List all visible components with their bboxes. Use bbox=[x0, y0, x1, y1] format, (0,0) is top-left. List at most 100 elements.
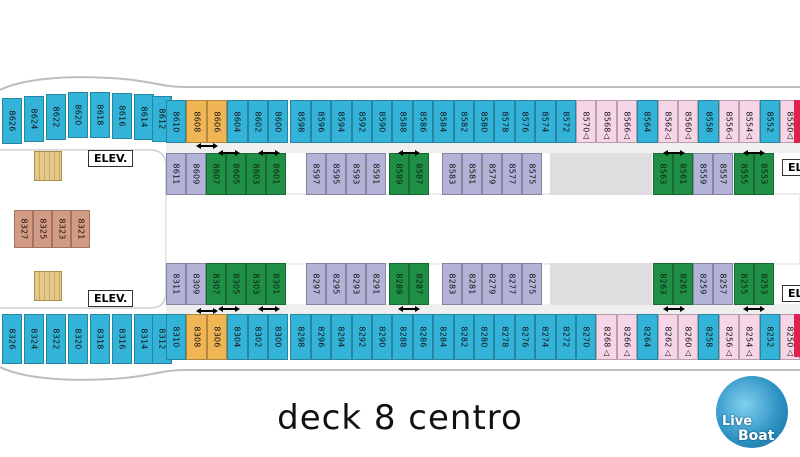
cabin-8324[interactable]: 8324 bbox=[24, 314, 44, 364]
cabin-8302[interactable]: 8302 bbox=[247, 314, 268, 360]
cabin-8270[interactable]: 8270 bbox=[576, 314, 597, 360]
cabin-8580[interactable]: 8580 bbox=[474, 100, 495, 143]
cabin-8583[interactable]: 8583 bbox=[442, 153, 462, 195]
cabin-8616[interactable]: 8616 bbox=[112, 93, 132, 139]
cabin-8552[interactable]: 8552 bbox=[759, 100, 780, 143]
cabin-8264[interactable]: 8264 bbox=[637, 314, 658, 360]
cabin-8604[interactable]: 8604 bbox=[227, 100, 248, 143]
cabin-8254[interactable]: 8254△ bbox=[739, 314, 760, 360]
cabin-8276[interactable]: 8276 bbox=[514, 314, 536, 360]
cabin-8268[interactable]: 8268△ bbox=[596, 314, 617, 360]
cabin-8606[interactable]: 8606 bbox=[206, 100, 228, 143]
cabin-8294[interactable]: 8294 bbox=[331, 314, 352, 360]
cabin-8286[interactable]: 8286 bbox=[412, 314, 434, 360]
cabin-8564[interactable]: 8564 bbox=[637, 100, 658, 143]
cabin-8283[interactable]: 8283 bbox=[442, 263, 462, 305]
cabin-8316[interactable]: 8316 bbox=[112, 314, 132, 364]
cabin-8559[interactable]: 8559 bbox=[693, 153, 713, 195]
cabin-8277[interactable]: 8277 bbox=[502, 263, 522, 305]
cabin-8256[interactable]: 8256△ bbox=[718, 314, 740, 360]
cabin-8562[interactable]: 8562△ bbox=[657, 100, 678, 143]
cabin-8304[interactable]: 8304 bbox=[227, 314, 248, 360]
cabin-8601[interactable]: 8601 bbox=[266, 153, 286, 195]
cabin-8255[interactable]: 8255 bbox=[734, 263, 754, 305]
cabin-8327[interactable]: 8327 bbox=[14, 210, 33, 248]
cabin-8591[interactable]: 8591 bbox=[366, 153, 386, 195]
cabin-8570[interactable]: 8570△ bbox=[576, 100, 597, 143]
cabin-8272[interactable]: 8272 bbox=[555, 314, 576, 360]
cabin-8620[interactable]: 8620 bbox=[68, 92, 88, 138]
cabin-8586[interactable]: 8586 bbox=[412, 100, 434, 143]
cabin-8607[interactable]: 8607 bbox=[206, 153, 226, 195]
cabin-8280[interactable]: 8280 bbox=[474, 314, 495, 360]
cabin-8572[interactable]: 8572 bbox=[555, 100, 576, 143]
cabin-8289[interactable]: 8289 bbox=[389, 263, 409, 305]
cabin-8582[interactable]: 8582 bbox=[453, 100, 474, 143]
cabin-8298[interactable]: 8298 bbox=[290, 314, 311, 360]
cabin-8274[interactable]: 8274 bbox=[535, 314, 556, 360]
cabin-8326[interactable]: 8326 bbox=[2, 314, 22, 364]
cabin-8275[interactable]: 8275 bbox=[522, 263, 542, 305]
cabin-8589[interactable]: 8589 bbox=[389, 153, 409, 195]
cabin-8608[interactable]: 8608 bbox=[186, 100, 207, 143]
cabin-8261[interactable]: 8261 bbox=[673, 263, 693, 305]
cabin-8252[interactable]: 8252 bbox=[759, 314, 780, 360]
cabin-8278[interactable]: 8278 bbox=[494, 314, 515, 360]
cabin-8568[interactable]: 8568△ bbox=[596, 100, 617, 143]
cabin-8300[interactable]: 8300 bbox=[268, 314, 289, 360]
cabin-8592[interactable]: 8592 bbox=[351, 100, 372, 143]
cabin-8581[interactable]: 8581 bbox=[462, 153, 482, 195]
cabin-8555[interactable]: 8555 bbox=[734, 153, 754, 195]
cabin-8590[interactable]: 8590 bbox=[372, 100, 393, 143]
cabin-8266[interactable]: 8266△ bbox=[616, 314, 638, 360]
cabin-8260[interactable]: 8260△ bbox=[678, 314, 699, 360]
cabin-8593[interactable]: 8593 bbox=[346, 153, 366, 195]
cabin-8614[interactable]: 8614 bbox=[134, 94, 154, 140]
cabin-8305[interactable]: 8305 bbox=[226, 263, 246, 305]
cabin-8618[interactable]: 8618 bbox=[90, 92, 110, 138]
cabin-8597[interactable]: 8597 bbox=[306, 153, 326, 195]
cabin-8303[interactable]: 8303 bbox=[246, 263, 266, 305]
cabin-8560[interactable]: 8560△ bbox=[678, 100, 699, 143]
cabin-8290[interactable]: 8290 bbox=[372, 314, 393, 360]
cabin-8557[interactable]: 8557 bbox=[713, 153, 733, 195]
cabin-8596[interactable]: 8596 bbox=[310, 100, 332, 143]
cabin-8563[interactable]: 8563 bbox=[653, 153, 673, 195]
cabin-8297[interactable]: 8297 bbox=[306, 263, 326, 305]
cabin-8310[interactable]: 8310 bbox=[166, 314, 187, 360]
cabin-8561[interactable]: 8561 bbox=[673, 153, 693, 195]
cabin-8584[interactable]: 8584 bbox=[433, 100, 454, 143]
cabin-8610[interactable]: 8610 bbox=[166, 100, 187, 143]
cabin-8624[interactable]: 8624 bbox=[24, 96, 44, 142]
cabin-8605[interactable]: 8605 bbox=[226, 153, 246, 195]
cabin-8295[interactable]: 8295 bbox=[326, 263, 346, 305]
cabin-8292[interactable]: 8292 bbox=[351, 314, 372, 360]
cabin-8322[interactable]: 8322 bbox=[46, 314, 66, 364]
cabin-8578[interactable]: 8578 bbox=[494, 100, 515, 143]
cabin-8598[interactable]: 8598 bbox=[290, 100, 311, 143]
cabin-8626[interactable]: 8626 bbox=[2, 98, 22, 144]
cabin-8253[interactable]: 8253 bbox=[754, 263, 774, 305]
cabin-8293[interactable]: 8293 bbox=[346, 263, 366, 305]
cabin-8281[interactable]: 8281 bbox=[462, 263, 482, 305]
cabin-8574[interactable]: 8574 bbox=[535, 100, 556, 143]
cabin-8288[interactable]: 8288 bbox=[392, 314, 413, 360]
cabin-8282[interactable]: 8282 bbox=[453, 314, 474, 360]
cabin-8321[interactable]: 8321 bbox=[71, 210, 90, 248]
cabin-8622[interactable]: 8622 bbox=[46, 94, 66, 140]
cabin-8588[interactable]: 8588 bbox=[392, 100, 413, 143]
cabin-8611[interactable]: 8611 bbox=[166, 153, 186, 195]
cabin-8311[interactable]: 8311 bbox=[166, 263, 186, 305]
cabin-8284[interactable]: 8284 bbox=[433, 314, 454, 360]
cabin-8291[interactable]: 8291 bbox=[366, 263, 386, 305]
cabin-8262[interactable]: 8262△ bbox=[657, 314, 678, 360]
cabin-8566[interactable]: 8566△ bbox=[616, 100, 638, 143]
cabin-8554[interactable]: 8554△ bbox=[739, 100, 760, 143]
cabin-8609[interactable]: 8609 bbox=[186, 153, 206, 195]
cabin-8575[interactable]: 8575 bbox=[522, 153, 542, 195]
cabin-8325[interactable]: 8325 bbox=[33, 210, 52, 248]
cabin-8558[interactable]: 8558 bbox=[698, 100, 719, 143]
cabin-8263[interactable]: 8263 bbox=[653, 263, 673, 305]
cabin-8556[interactable]: 8556△ bbox=[718, 100, 740, 143]
cabin-8600[interactable]: 8600 bbox=[268, 100, 289, 143]
